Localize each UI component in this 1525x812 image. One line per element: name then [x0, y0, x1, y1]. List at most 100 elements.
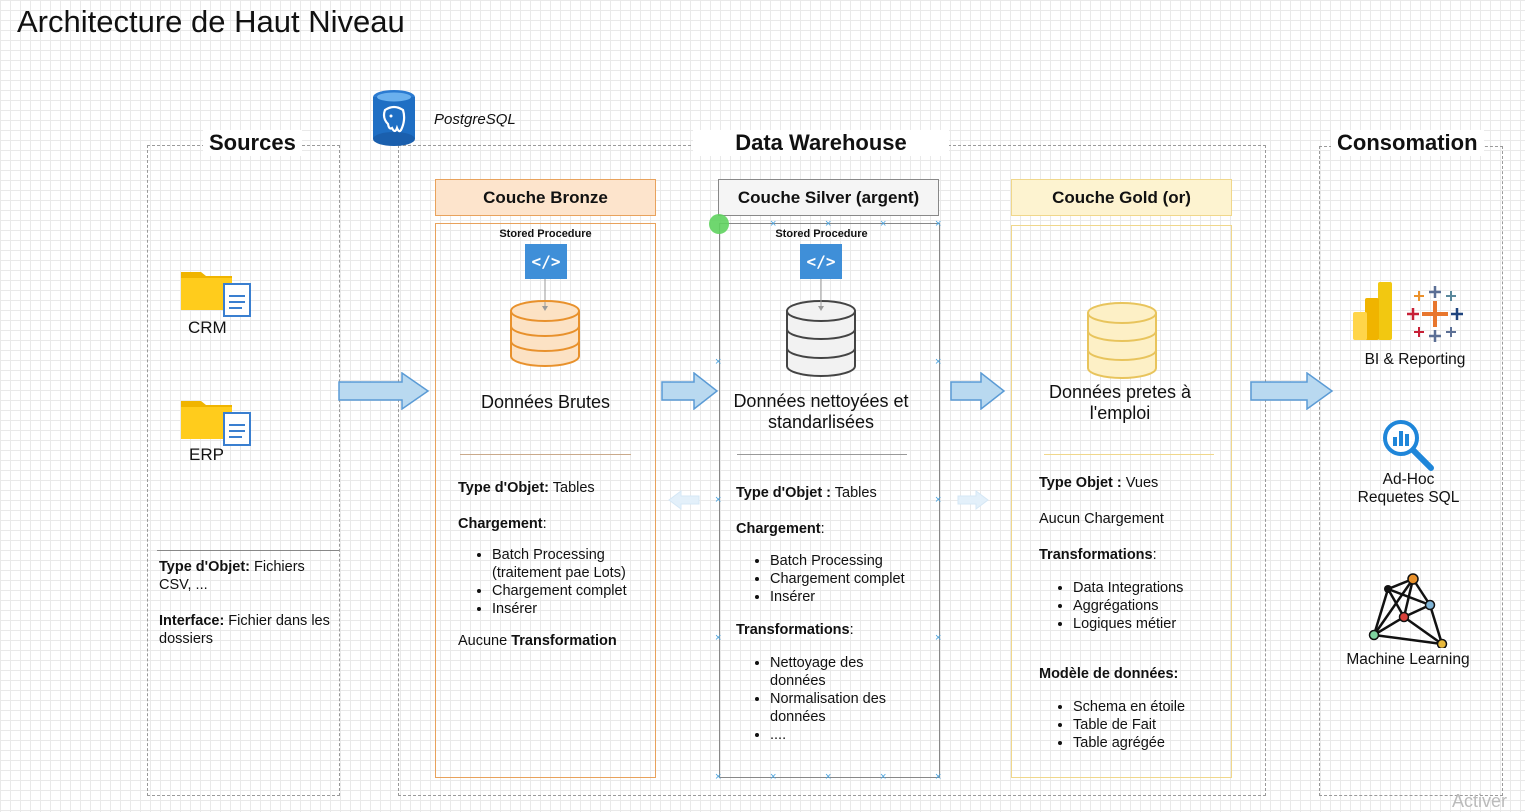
gold-type-label: Type Objet :: [1039, 475, 1122, 491]
gold-transform-item: Aggrégations: [1073, 597, 1229, 615]
bronze-transform-label: Transformation: [511, 633, 617, 649]
gold-description: Type Objet : Vues Aucun Chargement Trans…: [1039, 474, 1229, 752]
silver-transform-item: Normalisation des données: [770, 690, 900, 726]
arrow-gold-to-consumption: [1250, 372, 1334, 410]
resize-handle[interactable]: ×: [935, 356, 942, 368]
gold-no-load: Aucun Chargement: [1039, 511, 1164, 527]
bronze-type-value: Tables: [549, 480, 595, 496]
resize-handle[interactable]: ×: [715, 356, 722, 368]
resize-handle[interactable]: ×: [770, 771, 777, 783]
resize-handle[interactable]: ×: [935, 218, 942, 230]
resize-handle[interactable]: ×: [770, 218, 777, 230]
sources-title: Sources: [203, 130, 302, 156]
gold-model-item: Table agrégée: [1073, 734, 1229, 752]
bronze-load-item: Chargement complet: [492, 582, 653, 600]
silver-transform-label: Transformations: [736, 622, 850, 638]
consumption-title: Consomation: [1331, 130, 1484, 156]
bronze-code-icon: </>: [525, 244, 567, 279]
silver-load-item: Chargement complet: [770, 570, 936, 588]
sources-description: Type d'Objet: Fichiers CSV, ... Interfac…: [159, 558, 339, 648]
machine-learning-label: Machine Learning: [1346, 651, 1470, 668]
resize-handle[interactable]: ×: [880, 218, 887, 230]
gold-type-value: Vues: [1121, 475, 1159, 491]
silver-code-icon: </>: [800, 244, 842, 279]
ghost-arrow-right: [957, 490, 989, 510]
source-item-crm: CRM: [188, 318, 227, 337]
gold-model-item: Table de Fait: [1073, 716, 1229, 734]
gold-layer-box[interactable]: [1011, 225, 1232, 778]
gold-header[interactable]: Couche Gold (or): [1011, 179, 1232, 216]
page-title: Architecture de Haut Niveau: [17, 4, 405, 39]
arrow-silver-to-gold: [950, 372, 1006, 410]
silver-load-label: Chargement: [736, 521, 821, 537]
silver-stored-procedure-label: Stored Procedure: [775, 228, 868, 240]
crm-folder-icon: [181, 272, 251, 317]
resize-handle[interactable]: ×: [825, 771, 832, 783]
erp-folder-icon: [181, 401, 251, 446]
source-item-erp: ERP: [189, 445, 224, 464]
selection-handle[interactable]: [709, 214, 729, 234]
bronze-load-suffix: :: [542, 516, 547, 532]
adhoc-search-icon: [1383, 420, 1434, 471]
arrow-sources-to-bronze: [338, 372, 430, 410]
resize-handle[interactable]: ×: [715, 494, 722, 506]
gold-data-label: Données pretes à l'emploi: [1048, 382, 1192, 423]
silver-type-value: Tables: [831, 485, 877, 501]
machine-learning-icon: [1368, 573, 1448, 648]
postgresql-icon: [373, 90, 415, 146]
sources-interface-label: Interface:: [159, 613, 225, 629]
resize-handle[interactable]: ×: [715, 632, 722, 644]
ghost-arrow-left: [668, 490, 700, 510]
resize-handle[interactable]: ×: [935, 771, 942, 783]
gold-model-item: Schema en étoile: [1073, 698, 1229, 716]
silver-layer-box[interactable]: [719, 223, 940, 778]
silver-database-icon: [786, 279, 856, 377]
sources-separator: [157, 550, 339, 551]
silver-load-item: Batch Processing: [770, 552, 936, 570]
bronze-type-label: Type d'Objet:: [458, 480, 549, 496]
silver-transform-item: ....: [770, 726, 900, 744]
silver-description: Type d'Objet : Tables Chargement: Batch …: [736, 484, 936, 744]
bronze-transform-prefix: Aucune: [458, 633, 512, 649]
gold-database-icon: [1087, 302, 1157, 379]
adhoc-sql-label: Ad-Hoc Requetes SQL: [1357, 471, 1460, 506]
warehouse-title: Data Warehouse: [693, 130, 949, 156]
resize-handle[interactable]: ×: [880, 771, 887, 783]
gold-transform-suffix: :: [1152, 547, 1157, 563]
resize-handle[interactable]: ×: [935, 632, 942, 644]
bronze-layer-box[interactable]: [435, 223, 656, 778]
bronze-database-icon: [510, 279, 580, 367]
silver-header[interactable]: Couche Silver (argent): [718, 179, 939, 216]
bronze-stored-procedure-label: Stored Procedure: [499, 228, 592, 240]
bi-reporting-label: BI & Reporting: [1364, 351, 1466, 368]
silver-load-suffix: :: [820, 521, 825, 537]
resize-handle[interactable]: ×: [825, 218, 832, 230]
silver-transform-suffix: :: [849, 622, 854, 638]
bronze-load-item: Batch Processing (traitement pae Lots): [492, 546, 653, 582]
postgresql-label: PostgreSQL: [434, 111, 516, 128]
silver-separator: [737, 454, 907, 455]
gold-model-label: Modèle de données:: [1039, 666, 1179, 682]
gold-separator: [1044, 454, 1214, 455]
bronze-separator: [460, 454, 631, 455]
bronze-load-label: Chargement: [458, 516, 543, 532]
silver-data-label: Données nettoyées et standarlisées: [733, 391, 909, 432]
arrow-bronze-to-silver: [661, 372, 719, 410]
bronze-data-label: Données Brutes: [480, 392, 611, 412]
silver-type-label: Type d'Objet :: [736, 485, 832, 501]
gold-transform-item: Logiques métier: [1073, 615, 1229, 633]
gold-transform-label: Transformations: [1039, 547, 1153, 563]
resize-handle[interactable]: ×: [935, 494, 942, 506]
sources-interface-value: Fichier dans les dossiers: [159, 613, 330, 647]
watermark-text: Activer: [1452, 791, 1508, 811]
bronze-description: Type d'Objet: Tables Chargement: Batch P…: [458, 479, 653, 650]
power-bi-icon: [1353, 282, 1392, 340]
bronze-load-item: Insérer: [492, 600, 653, 618]
sources-container: [147, 145, 340, 796]
sources-type-value: Fichiers CSV, ...: [159, 559, 305, 593]
bronze-header[interactable]: Couche Bronze: [435, 179, 656, 216]
silver-load-item: Insérer: [770, 588, 936, 606]
resize-handle[interactable]: ×: [715, 771, 722, 783]
gold-transform-item: Data Integrations: [1073, 579, 1229, 597]
tableau-icon: [1407, 286, 1463, 342]
